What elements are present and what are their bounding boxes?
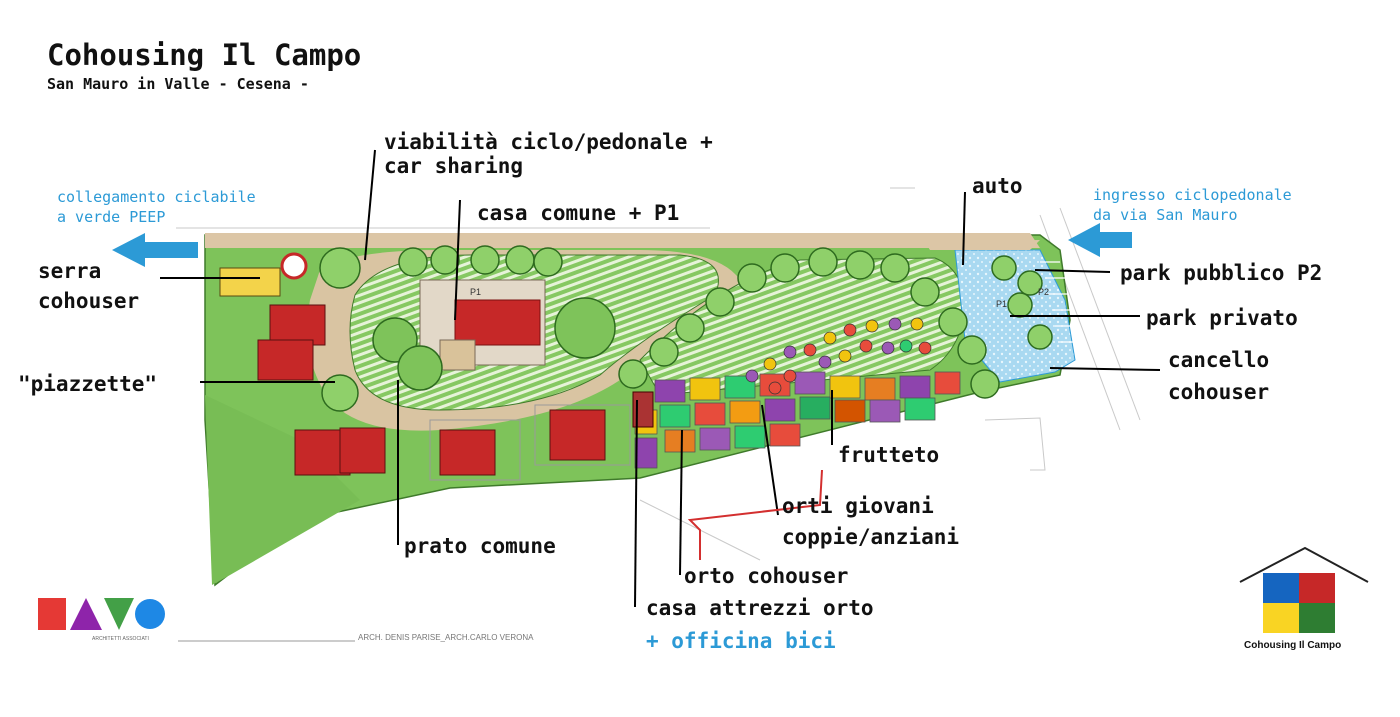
right-note-line-2: da via San Mauro xyxy=(1093,206,1238,224)
serra-greenhouse xyxy=(219,252,308,297)
lower-lawn xyxy=(205,395,360,585)
north-path xyxy=(205,233,1040,248)
label-orti-1: orti giovani xyxy=(782,494,934,518)
houses xyxy=(257,304,606,476)
cohousing-logo xyxy=(1239,546,1369,633)
label-cancello-1: cancello xyxy=(1168,348,1270,372)
label-serra-2: cohouser xyxy=(38,289,140,313)
label-frutteto: frutteto xyxy=(838,443,940,467)
label-casa-attrezzi: casa attrezzi orto xyxy=(646,596,874,620)
label-casa-comune: casa comune + P1 xyxy=(477,201,680,225)
p2-mark: P2 xyxy=(1038,287,1049,297)
sand-entry xyxy=(925,240,1040,250)
right-note-line-1: ingresso ciclopedonale xyxy=(1093,186,1292,204)
page-subtitle: San Mauro in Valle - Cesena - xyxy=(47,75,309,93)
orti-plots xyxy=(634,371,961,469)
label-cancello-2: cohouser xyxy=(1168,380,1270,404)
p1-parking-mark: P1 xyxy=(996,299,1007,309)
label-orto-cohouser: orto cohouser xyxy=(684,564,849,588)
arrow-right xyxy=(1068,223,1132,257)
label-piazzette: "piazzette" xyxy=(18,372,158,396)
page-title: Cohousing Il Campo xyxy=(47,38,362,72)
pave-logo xyxy=(38,598,165,630)
casa-attrezzi-shed xyxy=(632,391,654,428)
label-park-pubblico: park pubblico P2 xyxy=(1120,261,1323,285)
fruit-trees xyxy=(745,317,932,395)
pave-subtitle: ARCHITETTI ASSOCIATI xyxy=(92,636,149,642)
arrow-left xyxy=(112,233,198,267)
label-orti-2: coppie/anziani xyxy=(782,525,960,549)
house-outlines xyxy=(429,404,631,481)
label-auto: auto xyxy=(972,174,1023,198)
p1-mark: P1 xyxy=(470,287,481,297)
label-prato-comune: prato comune xyxy=(404,534,556,558)
left-note-line-2: a verde PEEP xyxy=(57,208,166,226)
cohousing-logo-caption: Cohousing Il Campo xyxy=(1244,640,1342,651)
architects-credit: ARCH. DENIS PARISE_ARCH.CARLO VERONA xyxy=(358,633,534,642)
leader-lines xyxy=(160,149,1161,608)
label-park-privato: park privato xyxy=(1146,306,1298,330)
label-viabilita-2: car sharing xyxy=(384,154,524,178)
parking-bays xyxy=(1040,261,1078,343)
trees xyxy=(319,245,1053,412)
left-note-line-1: collegamento ciclabile xyxy=(57,188,256,206)
orto-red-bracket xyxy=(687,469,823,560)
label-officina-bici: + officina bici xyxy=(646,629,836,653)
label-serra-1: serra xyxy=(38,259,102,283)
casa-comune-building: P1 xyxy=(419,279,546,371)
label-viabilita-1: viabilità ciclo/pedonale + xyxy=(384,130,713,154)
